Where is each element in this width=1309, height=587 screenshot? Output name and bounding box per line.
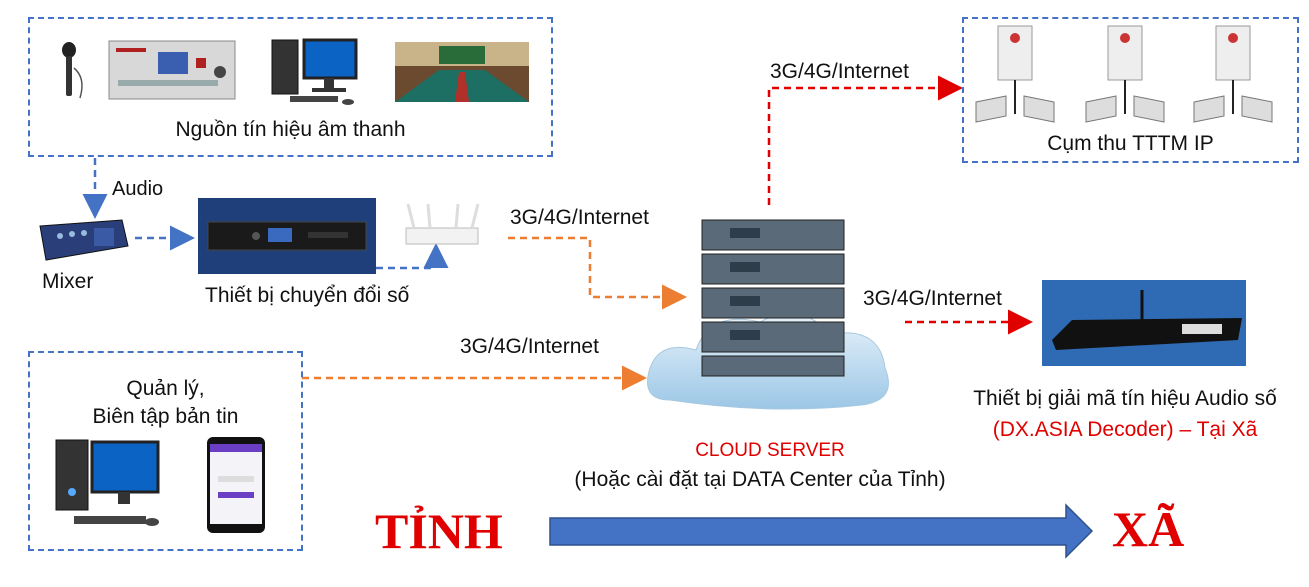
network-label-receiver: 3G/4G/Internet [770,60,909,83]
audio-source-box [28,17,553,157]
cloud-server-icon [647,219,889,410]
commune-label: XÃ [1112,501,1185,557]
link-cloud-receiver [767,75,963,205]
decoder-device-icon [1042,280,1246,366]
cloud-server-title: CLOUD SERVER [695,440,845,461]
receiver-cluster-box [962,17,1299,163]
router-icon [405,203,480,245]
cloud-server-subtitle: (Hoặc cài đặt tại DATA Center của Tỉnh) [574,468,946,491]
decoder-label: Thiết bị giải mã tín hiệu Audio số [973,387,1277,410]
direction-arrow [549,503,1094,559]
computer-icon [271,38,358,105]
converter-label: Thiết bị chuyển đổi số [205,284,410,307]
loudspeaker-cluster-icon [975,25,1273,123]
audio-source-label: Nguồn tín hiệu âm thanh [175,118,406,141]
receiver-cluster-label: Cụm thu TTTM IP [1047,132,1214,155]
decoder-sublabel: (DX.ASIA Decoder) – Tại Xã [992,418,1258,441]
network-label-manage: 3G/4G/Internet [460,335,599,358]
mixer-icon [39,219,129,261]
audio-label: Audio [112,178,164,200]
mixer-label: Mixer [42,270,94,293]
link-converter-router [376,243,449,270]
network-label-decoder: 3G/4G/Internet [863,287,1002,310]
management-label-line2: Biên tập bản tin [92,405,239,428]
microphone-icon [62,42,83,99]
management-label-line1: Quản lý, [126,377,205,400]
link-router-cloud [508,236,687,310]
workstation-icon [55,439,160,526]
digital-converter-icon [198,198,376,274]
amplifier-icon [108,40,236,100]
conference-hall-image [395,42,529,102]
management-box [28,351,303,551]
smartphone-icon [207,437,265,533]
province-label: TỈNH [375,503,503,559]
network-label-router: 3G/4G/Internet [510,206,649,229]
